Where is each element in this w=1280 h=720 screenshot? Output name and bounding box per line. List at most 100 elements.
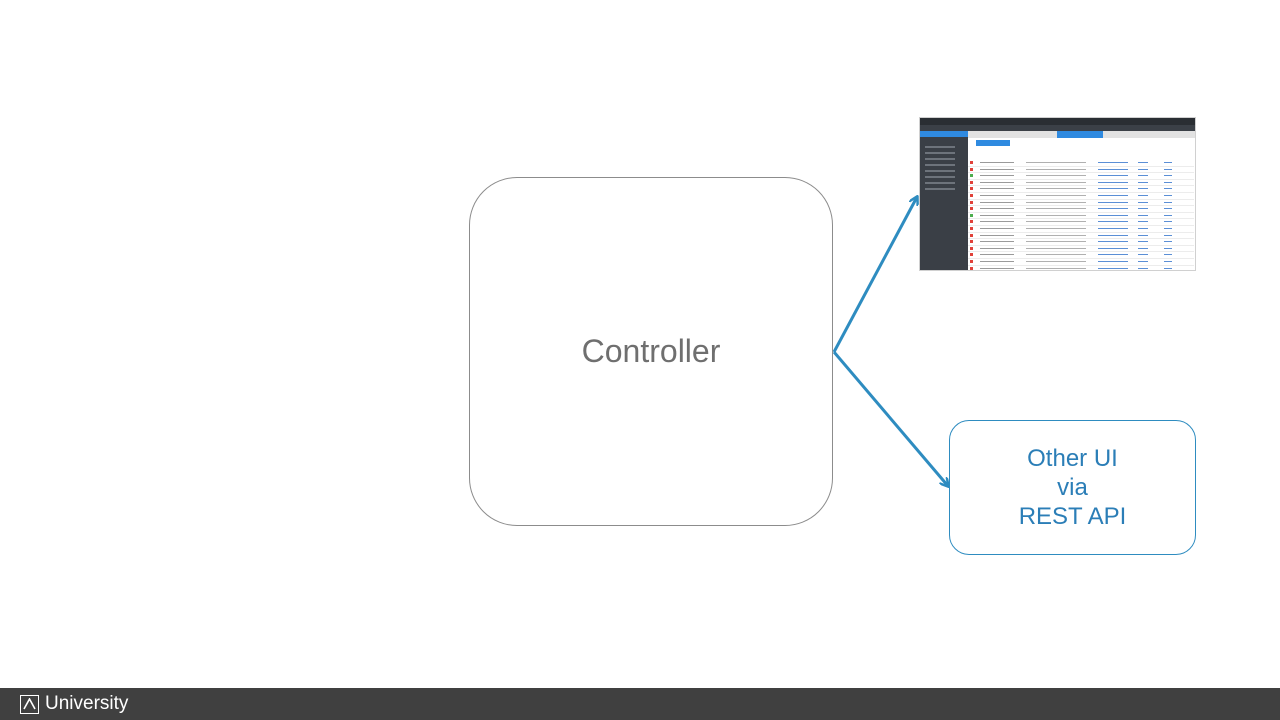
thumbnail-sidebar <box>920 131 968 270</box>
footer-bar: University <box>0 688 1280 720</box>
thumbnail-table-row <box>968 160 1194 167</box>
thumbnail-sidebar-item <box>925 188 955 190</box>
thumbnail-cell <box>1026 254 1086 256</box>
thumbnail-cell-link <box>1098 227 1128 229</box>
thumbnail-cell-link <box>1164 201 1172 203</box>
thumbnail-sidebar-item <box>925 152 955 154</box>
thumbnail-cell-link <box>1138 188 1148 190</box>
thumbnail-cell <box>1026 188 1086 190</box>
thumbnail-status-dot <box>970 253 973 257</box>
thumbnail-cell <box>980 181 1014 183</box>
thumbnail-cell-link <box>1164 168 1172 170</box>
thumbnail-cell-link <box>1138 234 1148 236</box>
thumbnail-table-row <box>968 213 1194 220</box>
thumbnail-cell-link <box>1138 168 1148 170</box>
thumbnail-cell <box>980 214 1014 216</box>
dashboard-screenshot-thumbnail <box>919 117 1196 271</box>
thumbnail-cell <box>1026 214 1086 216</box>
thumbnail-cell-link <box>1164 181 1172 183</box>
thumbnail-cell <box>980 175 1014 177</box>
thumbnail-cell-link <box>1138 208 1148 210</box>
other-ui-line-1: Other UI <box>1027 445 1118 472</box>
thumbnail-sidebar-active <box>920 131 968 137</box>
thumbnail-table-row <box>968 252 1194 259</box>
controller-label: Controller <box>581 333 721 369</box>
thumbnail-status-dot <box>970 193 973 197</box>
thumbnail-cell-link <box>1164 208 1172 210</box>
thumbnail-table-row <box>968 246 1194 253</box>
thumbnail-cell-link <box>1164 234 1172 236</box>
other-ui-node: Other UI via REST API <box>949 420 1196 555</box>
thumbnail-cell-link <box>1164 214 1172 216</box>
thumbnail-table-row <box>968 266 1194 271</box>
thumbnail-status-dot <box>970 174 973 178</box>
thumbnail-cell-link <box>1164 260 1172 262</box>
thumbnail-cell-link <box>1098 234 1128 236</box>
arrow-to-screenshot <box>832 197 917 353</box>
thumbnail-cell-link <box>1138 227 1148 229</box>
thumbnail-cell-link <box>1098 162 1128 163</box>
thumbnail-tab-active <box>1057 131 1103 138</box>
controller-node: Controller <box>469 177 833 526</box>
thumbnail-table-row <box>968 200 1194 207</box>
thumbnail-cell <box>980 208 1014 210</box>
thumbnail-cell-link <box>1138 254 1148 256</box>
thumbnail-cell-link <box>1138 221 1148 223</box>
thumbnail-cell <box>980 194 1014 196</box>
thumbnail-cell <box>1026 181 1086 183</box>
thumbnail-cell <box>1026 168 1086 170</box>
thumbnail-cell-link <box>1164 194 1172 196</box>
thumbnail-cell-link <box>1098 260 1128 262</box>
thumbnail-cell-link <box>1098 221 1128 223</box>
thumbnail-cell <box>980 247 1014 249</box>
thumbnail-cell-link <box>1138 194 1148 196</box>
thumbnail-cell-link <box>1098 247 1128 249</box>
thumbnail-cell <box>1026 241 1086 243</box>
thumbnail-cell-link <box>1138 214 1148 216</box>
thumbnail-status-dot <box>970 233 973 237</box>
thumbnail-toolbar <box>920 125 1195 131</box>
thumbnail-status-dot <box>970 161 973 164</box>
thumbnail-cell <box>980 254 1014 256</box>
thumbnail-top-bar <box>920 118 1195 125</box>
thumbnail-cell <box>1026 221 1086 223</box>
thumbnail-table-row <box>968 186 1194 193</box>
thumbnail-sidebar-item <box>925 158 955 160</box>
thumbnail-cell-link <box>1098 168 1128 170</box>
thumbnail-sidebar-item <box>925 146 955 148</box>
thumbnail-cell-link <box>1098 181 1128 183</box>
thumbnail-status-dot <box>970 200 973 204</box>
thumbnail-table-row <box>968 259 1194 266</box>
thumbnail-cell-link <box>1098 194 1128 196</box>
thumbnail-status-dot <box>970 266 973 270</box>
thumbnail-subtab-active <box>976 140 1010 146</box>
thumbnail-cell-link <box>1138 181 1148 183</box>
thumbnail-cell-link <box>1164 254 1172 256</box>
thumbnail-cell <box>1026 227 1086 229</box>
thumbnail-cell <box>1026 208 1086 210</box>
thumbnail-cell <box>1026 194 1086 196</box>
thumbnail-cell <box>980 201 1014 203</box>
thumbnail-table-row <box>968 239 1194 246</box>
thumbnail-cell <box>1026 175 1086 177</box>
thumbnail-cell-link <box>1138 247 1148 249</box>
thumbnail-cell <box>1026 162 1086 163</box>
thumbnail-status-dot <box>970 180 973 184</box>
thumbnail-cell <box>980 188 1014 190</box>
thumbnail-status-dot <box>970 240 973 244</box>
thumbnail-cell-link <box>1098 254 1128 256</box>
thumbnail-cell <box>1026 234 1086 236</box>
thumbnail-cell-link <box>1164 162 1172 163</box>
thumbnail-cell <box>980 162 1014 163</box>
thumbnail-cell-link <box>1138 241 1148 243</box>
thumbnail-table-row <box>968 167 1194 174</box>
thumbnail-table-row <box>968 206 1194 213</box>
thumbnail-cell-link <box>1098 188 1128 190</box>
thumbnail-cell-link <box>1098 175 1128 177</box>
thumbnail-cell-link <box>1164 188 1172 190</box>
thumbnail-status-dot <box>970 187 973 191</box>
thumbnail-status-dot <box>970 220 973 224</box>
thumbnail-status-dot <box>970 207 973 211</box>
thumbnail-table-row <box>968 226 1194 233</box>
thumbnail-table-row <box>968 233 1194 240</box>
